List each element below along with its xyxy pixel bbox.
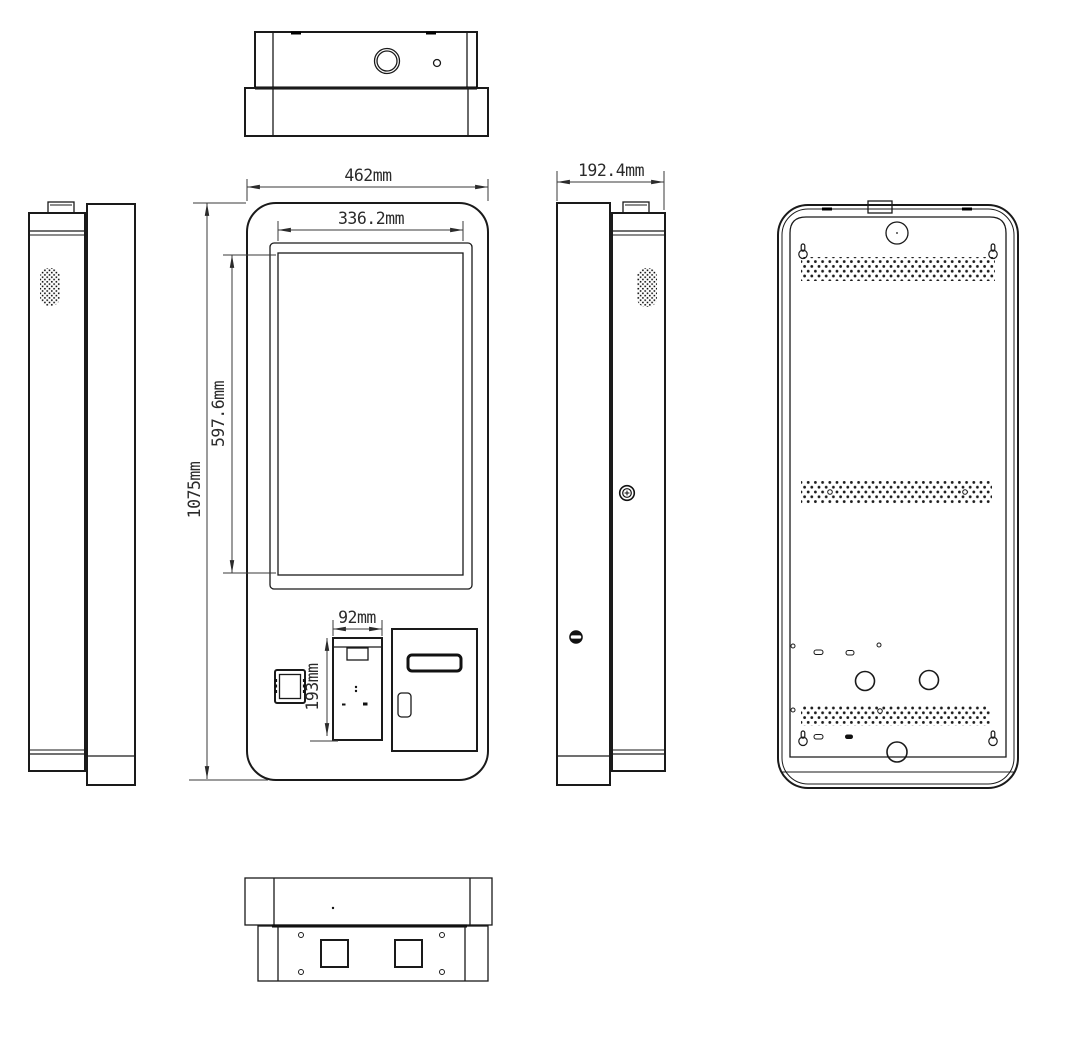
right-side-view: 192.4mm xyxy=(556,161,666,786)
dim-label-screen-height: 597.6mm xyxy=(209,380,228,447)
camera-lens-outer-circle xyxy=(373,47,401,75)
bottom-screw-hole xyxy=(439,969,445,975)
printer-paper-slot xyxy=(346,647,369,661)
mount-keyhole-top-right xyxy=(988,243,998,260)
top-hanger-center-dot xyxy=(896,232,898,234)
top-view-lower-body xyxy=(244,87,489,137)
qr-scanner-tick xyxy=(274,684,278,688)
vent-screw-hole xyxy=(827,489,833,495)
lock-barrel-inner xyxy=(622,488,632,498)
slot-hole-filled xyxy=(845,734,853,739)
top-hook-tab xyxy=(867,200,893,214)
qr-scanner-tick xyxy=(302,690,306,693)
vent-screw-hole xyxy=(962,489,968,495)
top-view-upper-body xyxy=(254,31,478,89)
small-screw-hole xyxy=(790,643,796,649)
qr-scanner-tick xyxy=(302,684,306,688)
vent-band-middle xyxy=(801,481,992,504)
vent-band-top xyxy=(801,257,995,281)
vent-screw-hole xyxy=(877,708,883,714)
payment-card-slot xyxy=(406,653,463,673)
dim-label-depth: 192.4mm xyxy=(578,161,645,180)
screen-bezel xyxy=(269,242,473,590)
top-cap xyxy=(622,201,650,214)
kiosk-front-outline xyxy=(246,202,489,781)
mount-keyhole-bottom-right xyxy=(988,730,998,747)
printer-mark-left xyxy=(342,703,346,706)
slot-hole xyxy=(813,649,824,655)
back-mounting-panel xyxy=(789,216,1007,758)
small-screw-hole xyxy=(790,707,796,713)
mount-keyhole-bottom-left xyxy=(798,730,808,747)
camera-lens-inner-circle xyxy=(376,50,398,72)
qr-scanner-window xyxy=(278,673,302,700)
mount-keyhole-top-left xyxy=(798,243,808,260)
cable-hole-right xyxy=(918,669,940,691)
dim-label-screen-width: 336.2mm xyxy=(338,209,405,228)
front-dimensions: 462mm 336.2mm 1075mm 597.6mm 92mm 193mm xyxy=(185,166,489,781)
side-front-bezel xyxy=(86,203,136,786)
cable-hole-left xyxy=(854,670,876,692)
qr-scanner-tick xyxy=(274,679,278,682)
top-hanger-hole xyxy=(885,221,909,245)
payment-side-button xyxy=(397,692,412,718)
dim-label-printer-width: 92mm xyxy=(338,608,376,627)
qr-scanner-tick xyxy=(302,679,306,682)
back-outline-outer xyxy=(777,204,1019,789)
speaker-grille xyxy=(40,268,60,306)
vent-band-bottom xyxy=(801,706,990,726)
qr-scanner-tick xyxy=(274,690,278,693)
sensor-hole-circle xyxy=(432,58,442,68)
bottom-view xyxy=(244,877,493,982)
receipt-printer xyxy=(332,637,383,741)
payment-terminal-door xyxy=(391,628,478,752)
bottom-screw-hole xyxy=(298,969,304,975)
small-screw-hole xyxy=(876,642,882,648)
bottom-view-lower-body xyxy=(257,925,489,982)
cable-hole-bottom xyxy=(886,741,908,763)
dim-label-overall-height: 1075mm xyxy=(185,461,204,518)
bottom-dot xyxy=(331,906,335,910)
side-back-box xyxy=(28,212,86,772)
printer-led-dot-2 xyxy=(354,689,358,693)
slot-hole xyxy=(813,734,824,740)
lock-barrel-outer xyxy=(618,484,636,502)
dim-label-overall-width: 462mm xyxy=(344,166,392,185)
cable-cutout-left xyxy=(320,939,349,968)
door-lock-slot xyxy=(570,635,582,639)
printer-led-dot-1 xyxy=(354,685,358,689)
dim-label-printer-height: 193mm xyxy=(303,663,322,711)
speaker-grille xyxy=(637,268,657,307)
slot-hole xyxy=(845,650,855,656)
back-outline-inner xyxy=(781,208,1015,785)
front-view xyxy=(246,202,489,781)
left-side-view xyxy=(28,201,136,786)
bottom-view-upper-body xyxy=(244,877,493,926)
bottom-screw-hole xyxy=(439,932,445,938)
bottom-screw-hole xyxy=(298,932,304,938)
cable-cutout-right xyxy=(394,939,423,968)
printer-mark-right xyxy=(363,702,368,706)
top-cap xyxy=(47,201,75,214)
screen-display xyxy=(277,252,464,576)
back-view xyxy=(777,200,1019,789)
top-view xyxy=(244,31,489,137)
side-front-bezel xyxy=(556,202,611,786)
